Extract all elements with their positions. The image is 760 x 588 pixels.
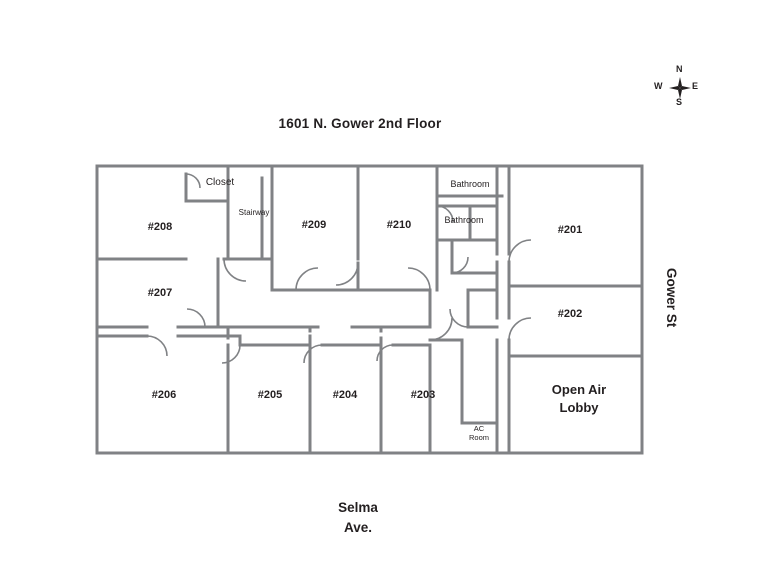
- label-lobby-line1: Open Air: [551, 382, 607, 397]
- label-ac-room-line1: AC: [473, 424, 485, 433]
- compass-east-label: E: [692, 81, 699, 91]
- label-closet: Closet: [205, 177, 235, 188]
- label-ac-room: AC Room: [458, 424, 500, 442]
- room-label-206: #206: [151, 389, 177, 401]
- page-title: 1601 N. Gower 2nd Floor: [278, 116, 442, 131]
- street-label-selma: Selma Ave.: [278, 498, 438, 537]
- room-label-201: #201: [557, 224, 583, 236]
- compass-needle-icon: [669, 77, 691, 99]
- compass-west-label: W: [654, 81, 663, 91]
- room-label-202: #202: [557, 308, 583, 320]
- room-label-210: #210: [386, 219, 412, 231]
- street-label-selma-line2: Ave.: [343, 519, 372, 535]
- room-label-205: #205: [257, 389, 283, 401]
- room-label-209: #209: [301, 219, 327, 231]
- label-stairway: Stairway: [238, 208, 270, 217]
- label-ac-room-line2: Room: [468, 432, 489, 442]
- label-bathroom-upper: Bathroom: [450, 179, 490, 189]
- label-open-air-lobby: Open Air Lobby: [524, 381, 634, 417]
- street-label-gower: Gower St: [664, 268, 679, 328]
- room-label-208: #208: [147, 221, 173, 233]
- street-label-selma-line1: Selma: [338, 500, 378, 515]
- room-label-203: #203: [410, 389, 436, 401]
- room-label-204: #204: [332, 389, 358, 401]
- room-label-207: #207: [147, 287, 173, 299]
- label-lobby-line2: Lobby: [559, 400, 599, 416]
- compass-rose: N S W E: [648, 64, 712, 114]
- compass-north-label: N: [676, 64, 683, 74]
- label-bathroom-lower: Bathroom: [444, 215, 484, 225]
- compass-south-label: S: [676, 97, 683, 107]
